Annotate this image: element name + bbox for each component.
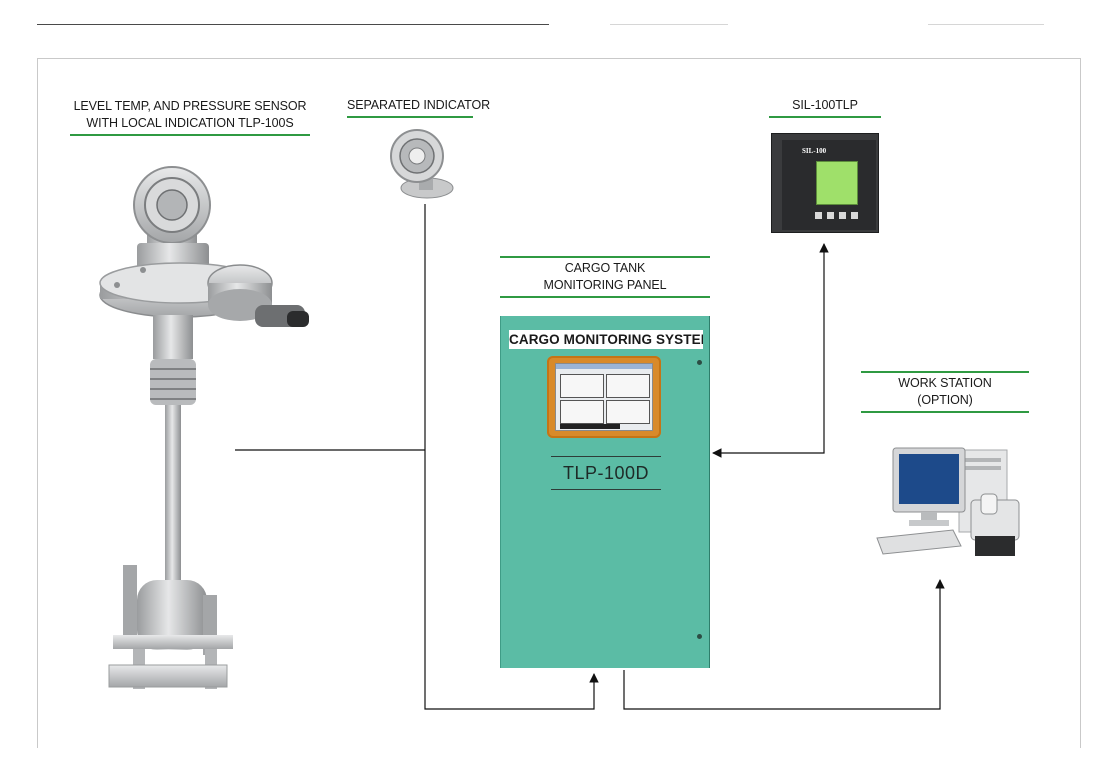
- sil-lcd-screen: [816, 161, 858, 205]
- workstation-link-line: [623, 579, 945, 710]
- workstation-device: [876, 447, 1020, 556]
- sil-button-3: [839, 212, 846, 219]
- panel-label-line-1: CARGO TANK: [564, 261, 646, 275]
- screen-footer-bar: [560, 424, 620, 429]
- panel-label-line-2: MONITORING PANEL: [543, 278, 667, 292]
- panel-label: CARGO TANK MONITORING PANEL: [500, 256, 710, 298]
- cabinet-model: TLP-100D: [551, 456, 661, 490]
- screen-panel-1: [560, 374, 604, 398]
- screen-header-bar: [556, 364, 652, 369]
- screen-panel-2: [606, 374, 650, 398]
- indicator-link-line: [424, 204, 599, 710]
- cabinet-touchscreen: [547, 356, 661, 438]
- panel-label-underline: [500, 296, 710, 298]
- sil-display-device: SIL-100: [771, 133, 879, 233]
- sil-link-line: [712, 243, 829, 458]
- cabinet-screen-display: [555, 363, 653, 431]
- indicator-label: SEPARATED INDICATOR: [347, 95, 491, 118]
- sil-button-1: [815, 212, 822, 219]
- separated-indicator-device: [390, 129, 454, 199]
- sil-label: SIL-100TLP: [769, 95, 881, 118]
- cabinet-title: CARGO MONITORING SYSTEM: [509, 330, 703, 349]
- sensor-label: LEVEL TEMP, AND PRESSURE SENSOR WITH LOC…: [70, 96, 310, 136]
- diagram-frame: [37, 58, 1081, 748]
- sil-button-2: [827, 212, 834, 219]
- workstation-label: WORK STATION (OPTION): [861, 371, 1029, 413]
- screen-panel-4: [606, 400, 650, 424]
- header-rule-main: [37, 24, 549, 25]
- workstation-label-overline: [861, 371, 1029, 373]
- screen-panel-3: [560, 400, 604, 424]
- sil-label-underline: [769, 116, 881, 118]
- sil-device-brand: SIL-100: [802, 147, 827, 155]
- sil-button-4: [851, 212, 858, 219]
- sensor-label-underline: [70, 134, 310, 136]
- panel-label-overline: [500, 256, 710, 258]
- cargo-monitoring-cabinet: CARGO MONITORING SYSTEM TLP-100D: [500, 316, 710, 668]
- indicator-label-underline: [347, 116, 473, 118]
- workstation-label-line-2: (OPTION): [917, 393, 973, 407]
- sil-label-line-1: SIL-100TLP: [792, 98, 858, 112]
- level-sensor-device: [99, 166, 309, 689]
- indicator-label-line-1: SEPARATED INDICATOR: [347, 98, 491, 112]
- sensor-label-line-2: WITH LOCAL INDICATION TLP-100S: [86, 116, 294, 130]
- header-rule-mid: [610, 24, 728, 25]
- header-rule-right: [928, 24, 1044, 25]
- cabinet-screw-top: [697, 360, 702, 365]
- workstation-label-underline: [861, 411, 1029, 413]
- sensor-label-line-1: LEVEL TEMP, AND PRESSURE SENSOR: [73, 99, 307, 113]
- workstation-label-line-1: WORK STATION: [898, 376, 992, 390]
- cabinet-screw-bottom: [697, 634, 702, 639]
